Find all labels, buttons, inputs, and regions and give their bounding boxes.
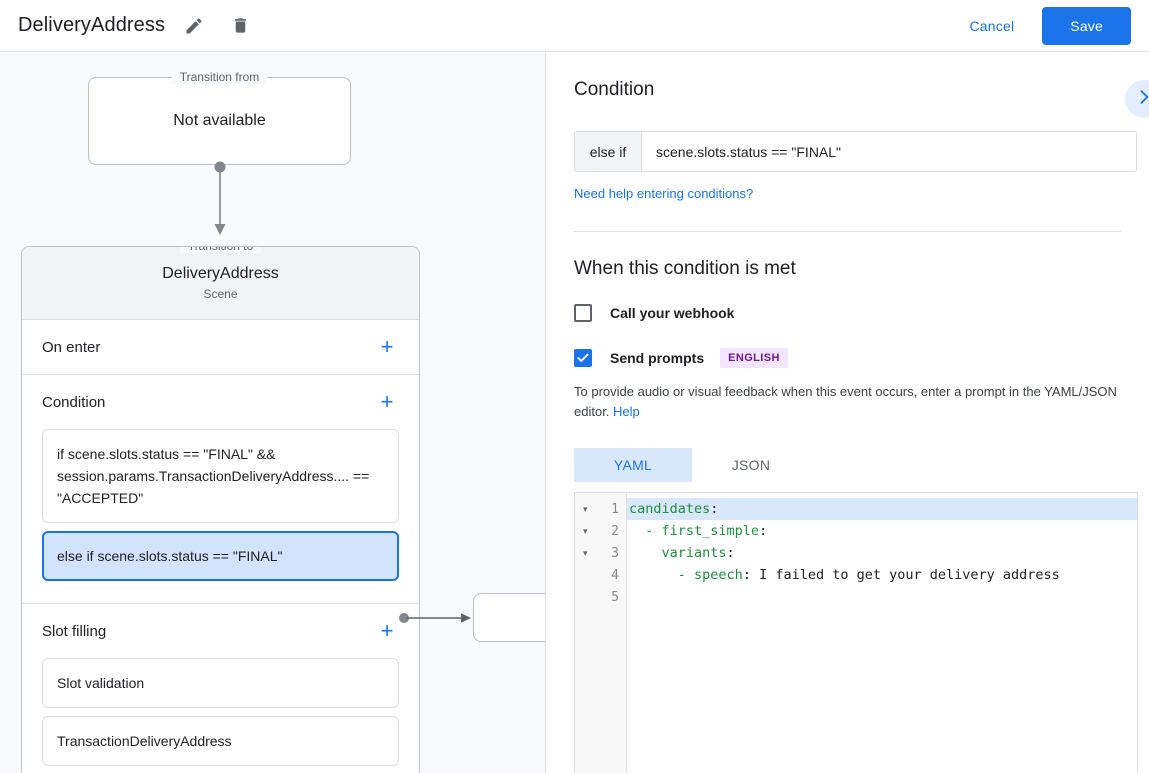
save-button[interactable]: Save [1042,6,1131,45]
code-line[interactable] [627,586,1137,608]
condition-editor-row[interactable]: else if scene.slots.status == "FINAL" [574,131,1137,172]
code-line[interactable]: - first_simple: [627,520,1137,542]
prompts-checkbox[interactable] [574,349,592,367]
add-condition-button[interactable]: + [380,389,394,414]
line-number: 4 [611,567,619,583]
details-panel: Condition else if scene.slots.status == … [546,53,1149,773]
when-condition-met-heading: When this condition is met [574,258,796,279]
expand-panel-button[interactable] [1125,80,1149,118]
condition-outgoing-edge [399,611,473,625]
condition-keyword: else if [575,132,642,171]
webhook-row[interactable]: Call your webhook [574,304,1121,322]
webhook-label: Call your webhook [610,305,735,321]
section-header-slot-filling: Slot filling + [42,604,399,658]
condition-item-selected[interactable]: else if scene.slots.status == "FINAL" [42,531,399,581]
transition-from-legend: Transition from [171,70,268,84]
section-header-condition: Condition + [42,375,399,429]
tab-json[interactable]: JSON [731,457,771,473]
code-key: variants [661,545,727,561]
yaml-editor[interactable]: ▾ 1 ▾ 2 ▾ 3 4 5 [574,492,1138,773]
code-colon: : [759,523,768,539]
code-colon: : [726,545,735,561]
code-key: candidates [629,501,711,517]
condition-item[interactable]: if scene.slots.status == "FINAL" && sess… [42,429,399,523]
transition-to-legend: Transition to [179,247,262,253]
when-condition-met-block: When this condition is met Call your web… [546,232,1149,773]
language-badge: ENGLISH [720,348,788,368]
webhook-checkbox[interactable] [574,304,592,322]
gutter-line: ▾ 2 [575,520,626,542]
check-icon [576,351,590,365]
condition-block: Condition else if scene.slots.status == … [546,53,1149,232]
line-number: 3 [611,545,619,561]
transition-from-value: Not available [173,112,266,129]
section-divider [574,231,1121,232]
slot-filling-item-transaction[interactable]: TransactionDeliveryAddress [42,716,399,766]
scene-type: Scene [203,287,238,301]
code-key: - first_simple [645,523,760,539]
cancel-button[interactable]: Cancel [956,9,1029,43]
condition-expression-input[interactable]: scene.slots.status == "FINAL" [642,132,1136,171]
editor-code-area[interactable]: candidates: - first_simple: variants: - … [627,493,1137,773]
fold-arrow-icon[interactable]: ▾ [583,548,588,558]
tab-yaml[interactable]: YAML [574,448,692,482]
section-title-on-enter: On enter [42,338,101,356]
condition-help-link[interactable]: Need help entering conditions? [574,186,754,201]
section-title-slot-filling: Slot filling [42,622,107,640]
section-header-on-enter: On enter + [42,320,399,374]
delete-button[interactable] [223,9,257,43]
scene-name: DeliveryAddress [162,265,279,282]
edit-button[interactable] [177,9,211,43]
transition-to-card: Transition to DeliveryAddress Scene On e… [21,246,420,773]
prompts-label: Send prompts [610,350,705,366]
prompts-row[interactable]: Send prompts ENGLISH [574,348,1121,368]
page-title: DeliveryAddress [18,14,166,36]
code-line[interactable]: - speech: I failed to get your delivery … [627,564,1137,586]
section-title-condition: Condition [42,393,106,411]
gutter-line: ▾ 1 [575,498,626,520]
code-colon: : [742,567,751,583]
gutter-line: ▾ 3 [575,542,626,564]
fold-arrow-icon[interactable]: ▾ [583,526,588,536]
gutter-line: 5 [575,586,626,608]
section-condition: Condition + if scene.slots.status == "FI… [22,374,419,603]
spacer [42,589,399,603]
flow-connector-arrow [205,161,235,241]
fold-arrow-icon[interactable]: ▾ [583,504,588,514]
panel-divider [545,53,546,773]
add-on-enter-button[interactable]: + [380,334,394,359]
prompts-description-text: To provide audio or visual feedback when… [574,384,1117,419]
code-colon: : [710,501,719,517]
code-line[interactable]: variants: [627,542,1137,564]
editor-format-tabs: YAML JSON [574,448,1121,482]
gutter-line: 4 [575,564,626,586]
section-slot-filling: Slot filling + Slot validation Transacti… [22,603,419,766]
prompts-description: To provide audio or visual feedback when… [574,382,1126,422]
line-number: 5 [611,589,619,605]
code-key: - speech [677,567,743,583]
target-node-stub[interactable] [473,593,545,642]
code-indent [629,545,662,561]
code-indent [629,567,678,583]
transition-from-card[interactable]: Transition from Not available [88,70,351,165]
flow-diagram-panel: Transition from Not available Transition… [0,53,545,773]
trash-icon [231,16,250,35]
line-number: 2 [611,523,619,539]
add-slot-filling-button[interactable]: + [380,618,394,643]
prompts-help-link[interactable]: Help [613,404,640,419]
pencil-icon [184,16,204,36]
section-on-enter: On enter + [22,319,419,374]
code-line[interactable]: candidates: [627,498,1137,520]
top-bar: DeliveryAddress Cancel Save [0,0,1149,52]
code-value: I failed to get your delivery address [750,567,1060,583]
chevron-right-icon [1134,87,1149,112]
slot-filling-item-validation[interactable]: Slot validation [42,658,399,708]
scene-header[interactable]: DeliveryAddress Scene [22,247,419,319]
line-number: 1 [611,501,619,517]
code-indent [629,523,645,539]
condition-heading: Condition [574,79,655,100]
editor-gutter: ▾ 1 ▾ 2 ▾ 3 4 5 [575,493,627,773]
